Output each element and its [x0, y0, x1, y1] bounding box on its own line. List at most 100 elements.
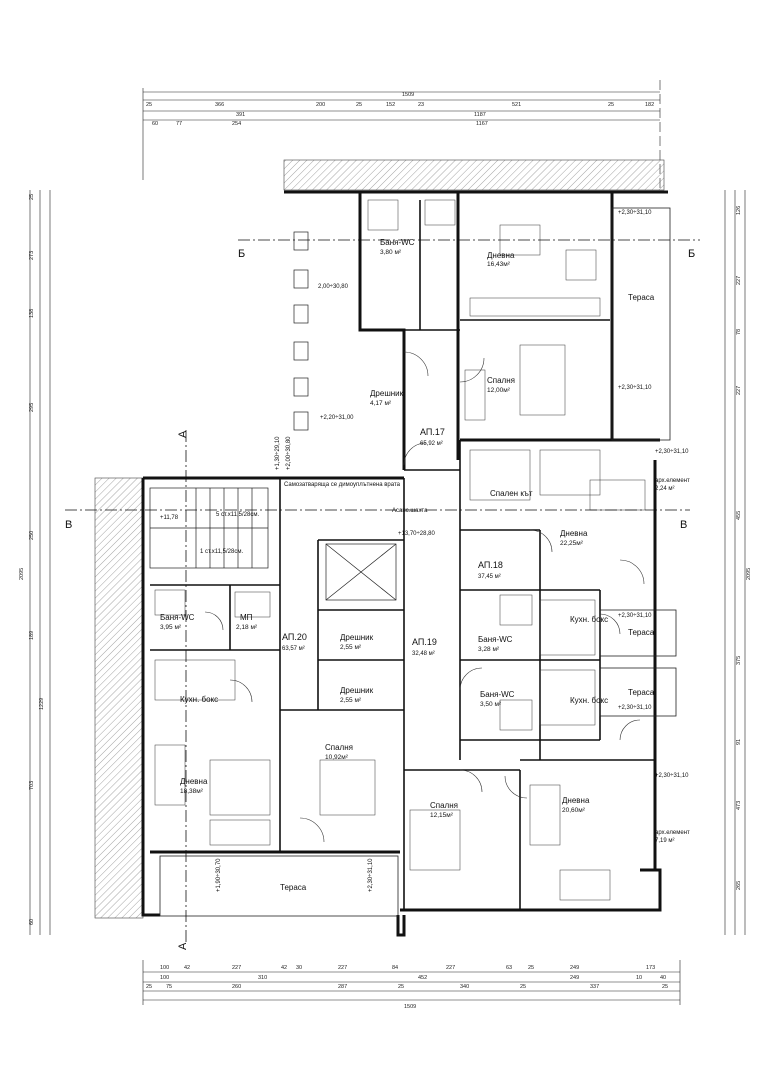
svg-text:260: 260 [232, 984, 241, 990]
apt-17-label: АП.17 [420, 427, 445, 437]
room-dress19b-name: Дрешник [340, 686, 374, 695]
top-dim-row3: 60 77 254 1167 [152, 121, 488, 127]
svg-text:75: 75 [166, 984, 172, 990]
apt-17-area: 65,92 м² [420, 441, 443, 447]
room-mp20-name: МП [240, 613, 253, 622]
svg-text:249: 249 [570, 975, 579, 981]
room-living20-area: 18,38м² [180, 788, 204, 795]
svg-text:60: 60 [29, 919, 35, 925]
apt-18-label: АП.18 [478, 560, 503, 570]
room-living18-area: 22,25м² [560, 540, 584, 547]
svg-text:473: 473 [736, 801, 742, 810]
section-b-right: Б [688, 248, 695, 260]
svg-text:391: 391 [236, 112, 245, 118]
svg-text:1187: 1187 [474, 112, 486, 118]
stair-core [149, 487, 269, 569]
top-dim-row2: 391 1187 [236, 112, 486, 118]
notes: Самозатваряща се димоуплътнена врата арх… [284, 478, 690, 844]
svg-text:126: 126 [736, 206, 742, 215]
room-hall17-area: 4,17 м² [370, 400, 392, 407]
room-bed20-area: 10,92м² [325, 754, 349, 761]
svg-text:138: 138 [29, 309, 35, 318]
stair-down-label: 1 ст.х11,5/28см. [200, 549, 243, 555]
room-bed17-name: Спалня [487, 376, 515, 385]
svg-text:1229: 1229 [39, 698, 45, 710]
svg-text:+2,20÷31,00: +2,20÷31,00 [320, 415, 354, 421]
room-bath19-area: 3,50 м² [480, 701, 502, 708]
room-labels: Баня-WC 3,80 м² Дневна 16,43м² Тераса Сп… [160, 238, 655, 892]
bottom-dim-row2: 100 310 452 249 10 40 [160, 975, 666, 981]
section-lines [65, 239, 700, 945]
svg-text:200: 200 [316, 102, 325, 108]
svg-text:84: 84 [392, 965, 398, 971]
room-terrace19-name: Тераса [628, 688, 655, 697]
self-closing-door-note: Самозатваряща се димоуплътнена врата [284, 482, 401, 488]
overall-width-top: 1509 [402, 92, 414, 98]
room-bath18-area: 3,28 м² [478, 646, 500, 653]
overall-width-bottom: 1509 [404, 1004, 416, 1010]
bottom-dim-row3: 25 75 260 287 25 340 25 337 25 [146, 984, 668, 990]
room-dress19a-area: 2,55 м² [340, 644, 362, 651]
svg-text:254: 254 [232, 121, 241, 127]
svg-text:250: 250 [29, 531, 35, 540]
room-bed20-name: Спалня [325, 743, 353, 752]
room-living17-area: 16,43м² [487, 261, 511, 268]
svg-text:+2,30÷31,10: +2,30÷31,10 [618, 210, 652, 216]
svg-text:455: 455 [736, 511, 742, 520]
room-kitchen18-name: Кухн. бокс [570, 615, 608, 624]
elevator-shaft [325, 543, 397, 601]
room-terrace18-name: Тераса [628, 628, 655, 637]
room-hall17-name: Дрешник [370, 389, 404, 398]
stair-up-label: 5 ст.х11,5/28см. [216, 512, 259, 518]
room-kitchen20-name: Кухн. бокс [180, 695, 218, 704]
svg-text:2095: 2095 [19, 568, 25, 580]
svg-text:182: 182 [645, 102, 654, 108]
svg-text:287: 287 [338, 984, 347, 990]
arch-element-1-label: арх.елемент [655, 478, 690, 484]
svg-text:91: 91 [736, 739, 742, 745]
svg-text:295: 295 [29, 403, 35, 412]
svg-text:23: 23 [418, 102, 424, 108]
apt-19-area: 32,48 м² [412, 651, 435, 657]
svg-text:25: 25 [356, 102, 362, 108]
room-terrace20-name: Тераса [280, 883, 307, 892]
room-bed19-name: Спалня [430, 801, 458, 810]
svg-text:273: 273 [29, 251, 35, 260]
arch-element-1-area: 2,24 м² [655, 486, 674, 492]
room-bedroom18-name: Спален кът [490, 489, 533, 498]
room-living17-name: Дневна [487, 251, 515, 260]
level-marks: +2,30÷31,10 +2,30÷31,10 +2,30÷31,10 +2,3… [160, 210, 689, 892]
svg-text:+2,30÷31,10: +2,30÷31,10 [368, 858, 374, 892]
room-bath18-name: Баня-WC [478, 635, 513, 644]
svg-text:25: 25 [146, 984, 152, 990]
right-dimension-chains [724, 190, 746, 935]
svg-text:60: 60 [152, 121, 158, 127]
balcony-windows [293, 231, 309, 431]
svg-text:25: 25 [520, 984, 526, 990]
apt-20-area: 63,57 м² [282, 646, 305, 652]
svg-text:452: 452 [418, 975, 427, 981]
section-a-top: А [177, 430, 189, 438]
svg-text:+1,90÷30,70: +1,90÷30,70 [216, 858, 222, 892]
svg-text:265: 265 [736, 881, 742, 890]
room-terrace17-name: Тераса [628, 293, 655, 302]
door-swings [204, 351, 645, 843]
bottom-dimension-chains [142, 960, 681, 1005]
room-bath19-name: Баня-WC [480, 690, 515, 699]
left-dims: 25 273 138 295 250 189 1229 703 60 2095 [19, 194, 45, 925]
room-living19-area: 20,60м² [562, 807, 586, 814]
svg-text:1167: 1167 [476, 121, 488, 127]
bottom-dim-row1: 100 42 227 42 30 227 84 227 63 25 249 17… [160, 965, 655, 971]
corridor-note: Асанс.шахта [392, 508, 428, 514]
svg-text:25: 25 [608, 102, 614, 108]
svg-text:227: 227 [736, 386, 742, 395]
room-bath17-area: 3,80 м² [380, 249, 402, 256]
svg-text:25: 25 [146, 102, 152, 108]
svg-text:25: 25 [528, 965, 534, 971]
room-bath20-area: 3,95 м² [160, 624, 182, 631]
svg-text:+2,30÷31,10: +2,30÷31,10 [655, 773, 689, 779]
svg-text:42: 42 [281, 965, 287, 971]
room-bed19-area: 12,15м² [430, 812, 454, 819]
svg-text:227: 227 [232, 965, 241, 971]
